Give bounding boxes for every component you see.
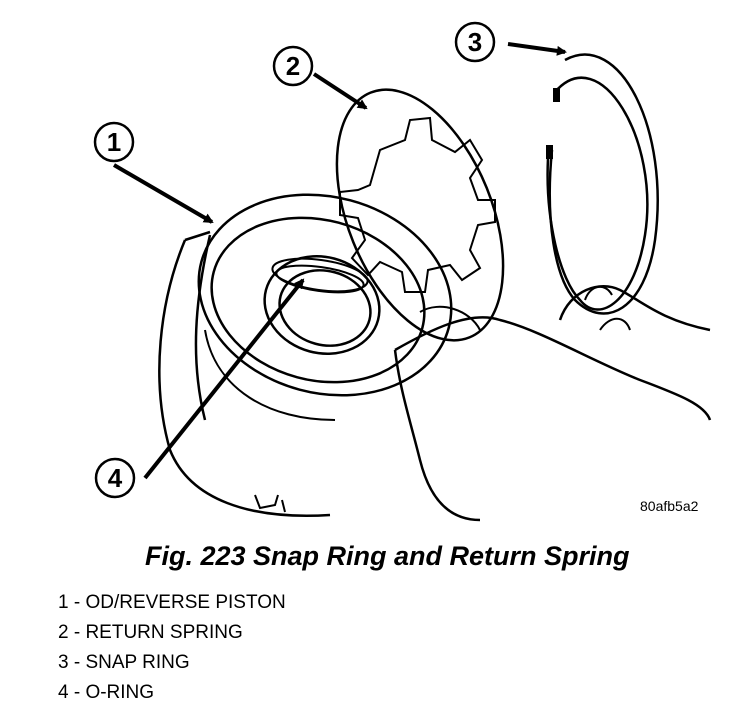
svg-text:2: 2 [286,51,300,81]
legend-item: 2 - RETURN SPRING [58,622,243,643]
od-reverse-piston [197,193,453,421]
return-spring [335,88,505,342]
callout-4: 4 [94,278,305,499]
legend-item: 3 - SNAP RING [58,652,190,673]
callout-2: 2 [272,45,368,110]
svg-text:3: 3 [468,27,482,57]
technician-hands [393,285,712,522]
figure-caption: Fig. 223 Snap Ring and Return Spring [145,541,630,571]
snap-ring [546,53,659,315]
legend-item: 4 - O-RING [58,682,155,703]
clutch-drum [158,230,331,517]
parts-legend: 1 - OD/REVERSE PISTON 2 - RETURN SPRING … [58,588,286,708]
callout-1: 1 [93,121,214,224]
svg-text:1: 1 [107,127,121,157]
image-code: 80afb5a2 [640,498,699,514]
callout-3: 3 [454,21,567,63]
svg-text:4: 4 [108,463,123,493]
exploded-view-illustration: 1 2 3 4 80afb5a2 [93,21,712,522]
legend-item: 1 - OD/REVERSE PISTON [58,592,286,613]
o-ring [271,257,369,294]
